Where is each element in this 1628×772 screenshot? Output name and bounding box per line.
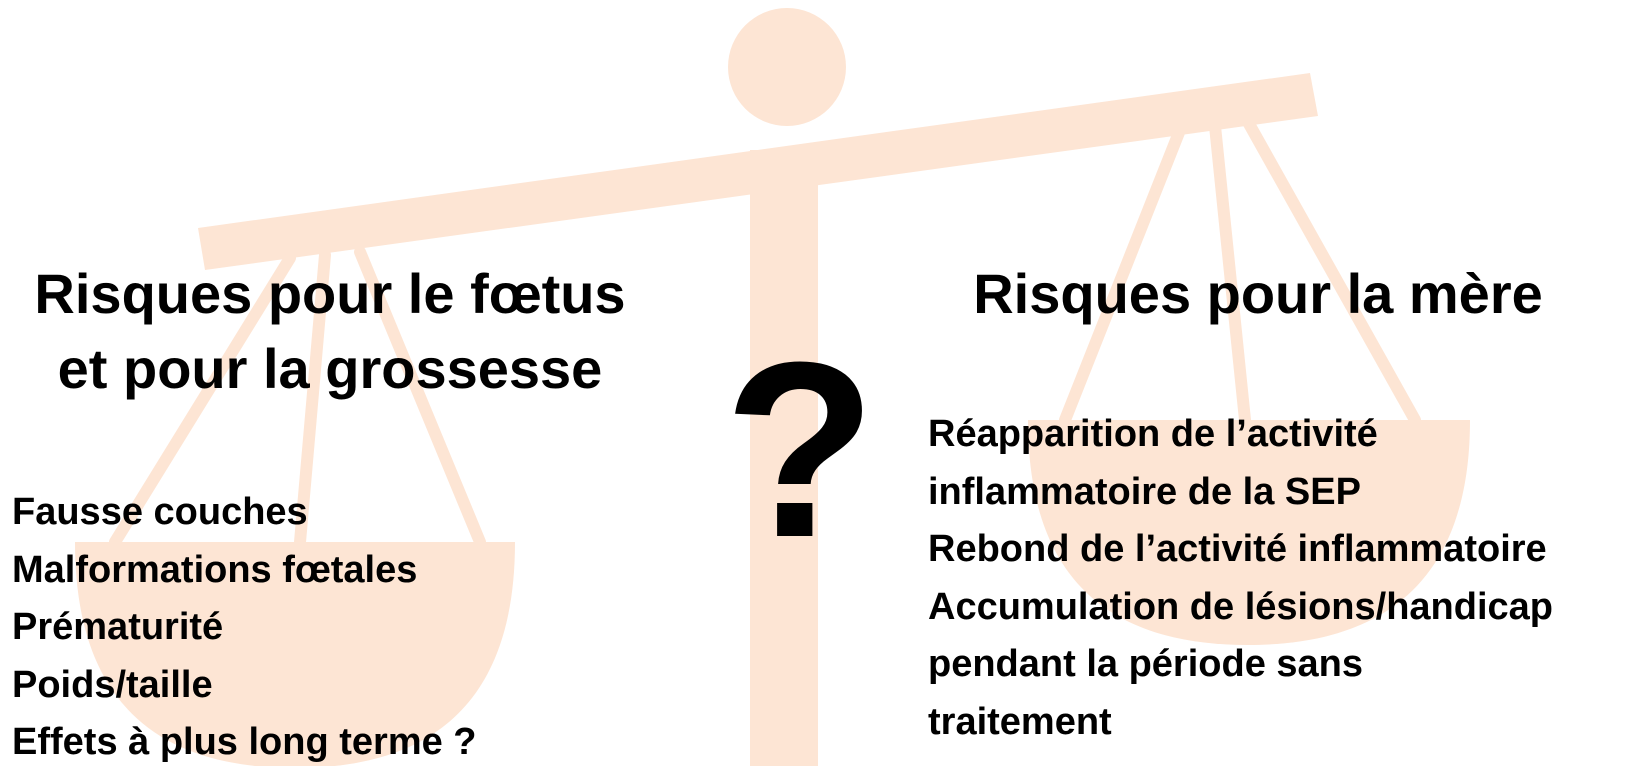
list-item: Prématurité (12, 599, 477, 657)
mother-risks-heading: Risques pour la mère (958, 256, 1558, 331)
fetus-risks-heading-line-2: et pour la grossesse (0, 331, 660, 406)
mother-risks-list: Réapparition de l’activité inflammatoire… (928, 406, 1553, 751)
list-item: inflammatoire de la SEP (928, 464, 1553, 522)
scale-head (728, 8, 846, 126)
list-item: Effets à plus long terme ? (12, 714, 477, 772)
list-item: Poids/taille (12, 657, 477, 715)
list-item: pendant la période sans (928, 636, 1553, 694)
fetus-risks-heading: Risques pour le fœtus et pour la grosses… (0, 256, 660, 406)
list-item: Réapparition de l’activité (928, 406, 1553, 464)
list-item: Accumulation de lésions/handicap (928, 579, 1553, 637)
list-item: Malformations fœtales (12, 542, 477, 600)
question-mark-symbol: ? (700, 320, 900, 580)
list-item: Rebond de l’activité inflammatoire (928, 521, 1553, 579)
fetus-risks-list: Fausse couches Malformations fœtales Pré… (12, 484, 477, 772)
list-item: Fausse couches (12, 484, 477, 542)
fetus-risks-heading-line-1: Risques pour le fœtus (0, 256, 660, 331)
mother-risks-heading-line-1: Risques pour la mère (958, 256, 1558, 331)
list-item: traitement (928, 694, 1553, 752)
